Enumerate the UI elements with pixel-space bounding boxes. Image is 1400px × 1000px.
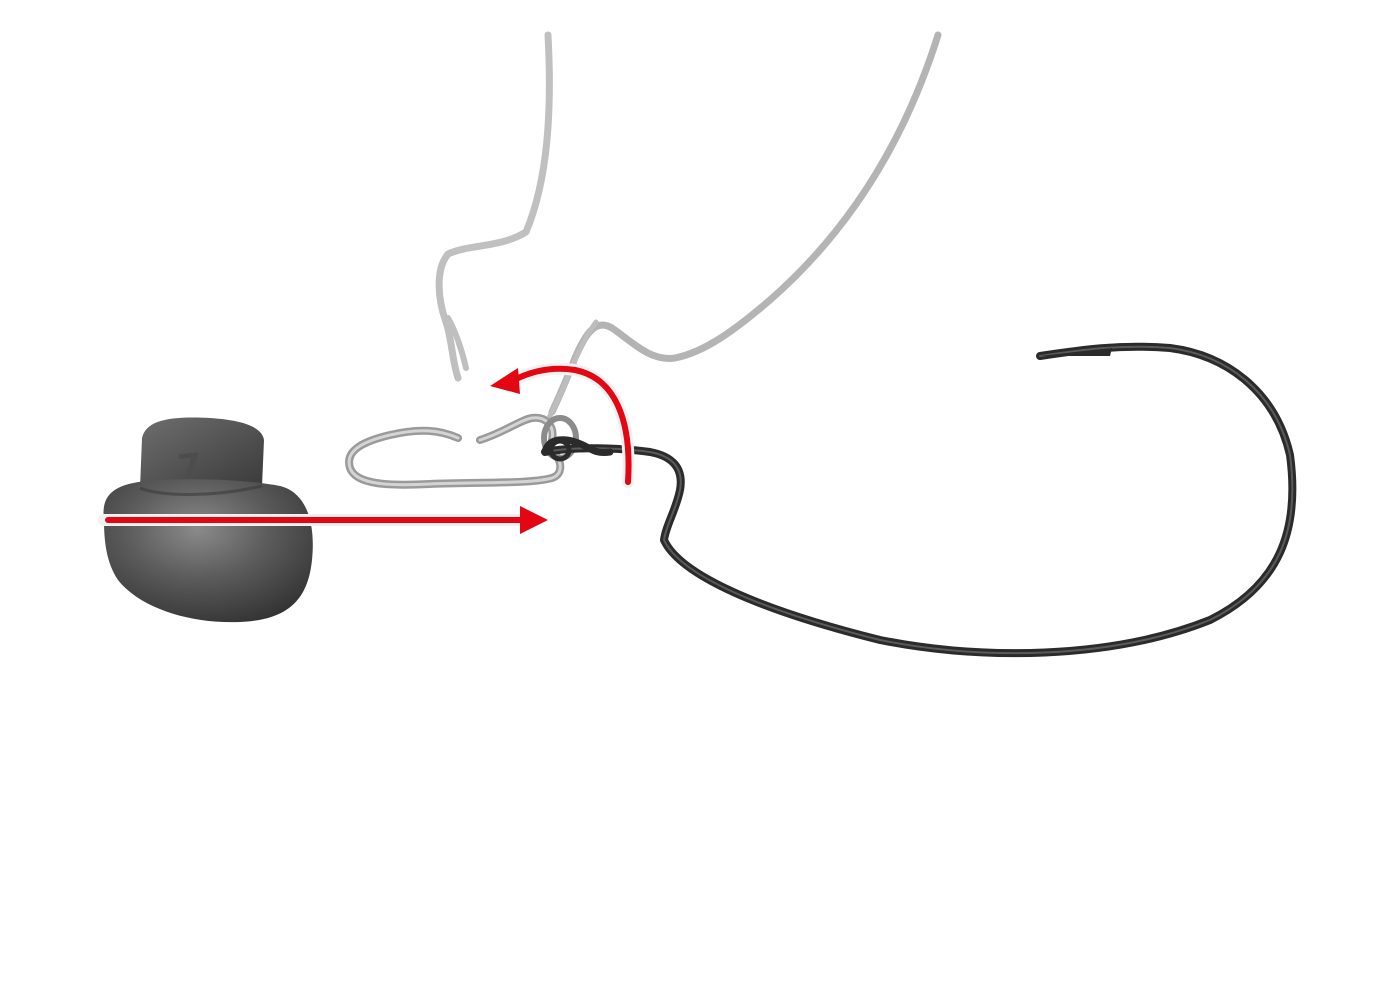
rotate-arrowhead-icon xyxy=(490,368,520,394)
weight-stamp-label: 7 xyxy=(176,446,204,488)
ghost-wire-right xyxy=(545,31,942,423)
slide-arrow xyxy=(98,506,548,534)
rotate-arrow xyxy=(490,362,635,488)
offset-hook xyxy=(541,342,1297,658)
slide-arrowhead-icon xyxy=(520,506,548,534)
ghost-wire-left xyxy=(435,31,553,382)
